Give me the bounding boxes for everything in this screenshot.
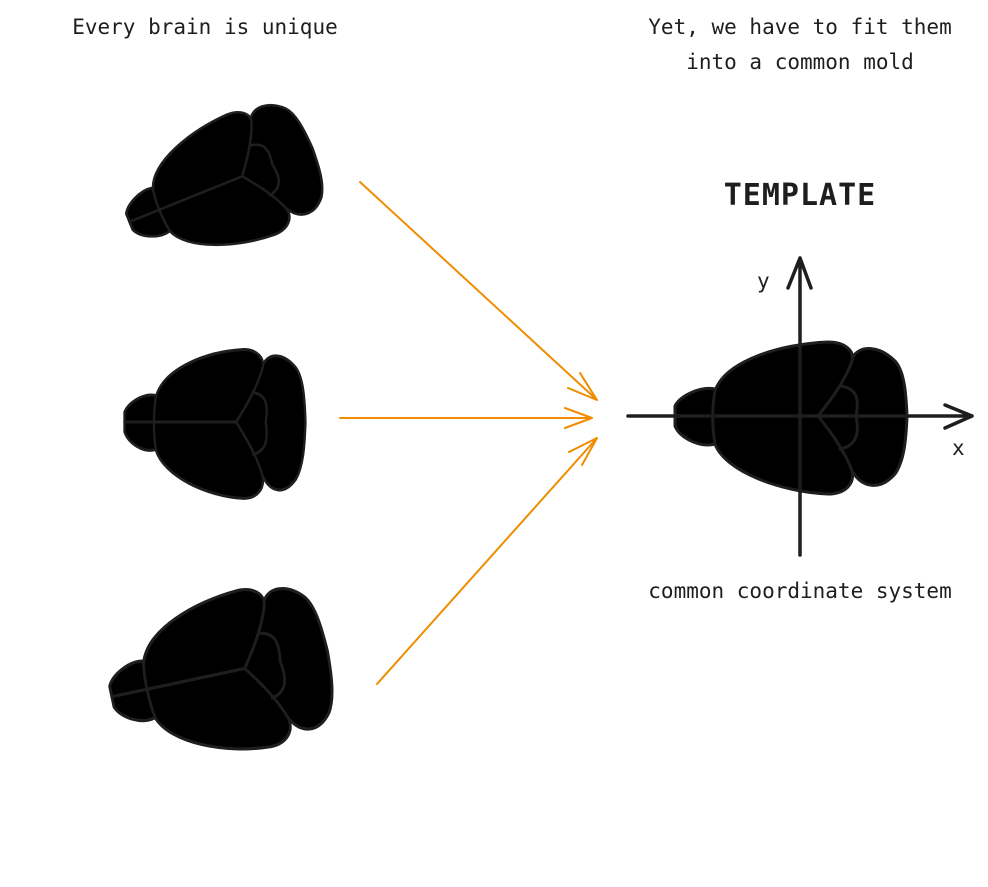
arrow-2 bbox=[339, 407, 593, 429]
subject-brain-2 bbox=[123, 348, 307, 500]
subject-brain-1 bbox=[104, 88, 339, 285]
template-title: TEMPLATE bbox=[724, 178, 877, 213]
arrow-1 bbox=[359, 181, 598, 401]
x-axis-label: x bbox=[952, 436, 965, 460]
right-heading-line-1: Yet, we have to fit them bbox=[648, 15, 951, 39]
caption: common coordinate system bbox=[648, 579, 951, 603]
arrow-3 bbox=[376, 437, 598, 685]
y-axis-label: y bbox=[757, 269, 770, 293]
right-heading-line-2: into a common mold bbox=[686, 50, 914, 74]
left-heading: Every brain is unique bbox=[72, 15, 338, 39]
template-brain bbox=[673, 340, 909, 496]
y-axis bbox=[786, 256, 813, 557]
subject-brain-3 bbox=[94, 573, 347, 779]
